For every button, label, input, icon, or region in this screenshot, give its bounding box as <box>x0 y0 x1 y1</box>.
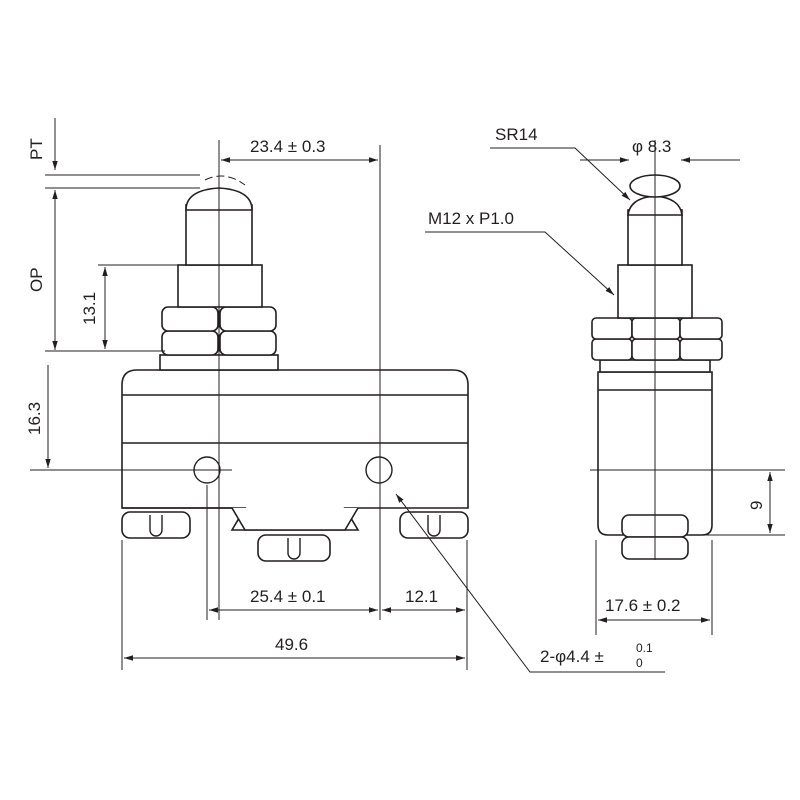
dim-23-4: 23.4 ± 0.3 <box>250 137 326 156</box>
hole-tol-upper: 0.1 <box>636 641 653 655</box>
switch-body <box>121 369 469 531</box>
dim-16-3: 16.3 <box>25 402 44 435</box>
mounting-hole-right <box>365 456 393 484</box>
front-view: PT OP 13.1 16.3 23.4 ± 0.3 25.4 ± 0.1 12… <box>25 118 665 673</box>
side-view: SR14 φ 8.3 M12 x P1.0 9 17.6 ± 0.2 <box>425 125 785 635</box>
dim-13-1: 13.1 <box>80 292 99 325</box>
terminal-screws <box>121 511 469 562</box>
dim-12-1: 12.1 <box>405 587 438 606</box>
thread-label: M12 x P1.0 <box>428 209 514 228</box>
pt-label: PT <box>27 138 46 160</box>
hole-note: 2-φ4.4 ± <box>540 647 604 666</box>
op-label: OP <box>27 267 46 292</box>
hole-tol-lower: 0 <box>636 656 643 670</box>
sr14-label: SR14 <box>495 125 538 144</box>
dim-17-6: 17.6 ± 0.2 <box>605 596 681 615</box>
dim-49-6: 49.6 <box>275 635 308 654</box>
dim-25-4: 25.4 ± 0.1 <box>250 587 326 606</box>
dim-9: 9 <box>747 501 766 510</box>
phi-8-3-label: φ 8.3 <box>632 137 671 156</box>
